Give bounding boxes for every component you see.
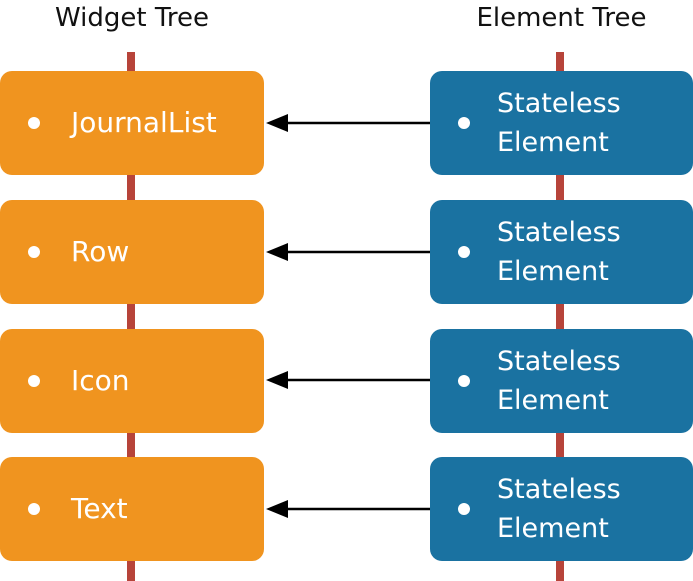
bullet-icon (458, 375, 470, 387)
element-node-stateless: Stateless Element (430, 71, 693, 175)
element-node-label-line2: Element (497, 127, 609, 158)
element-tree-spine (556, 52, 564, 581)
element-node-label-line2: Element (497, 513, 609, 544)
reference-arrow (266, 114, 430, 132)
widget-node-label: JournalList (71, 106, 217, 139)
bullet-icon (28, 246, 40, 258)
widget-node-row: Row (0, 200, 264, 304)
bullet-icon (28, 375, 40, 387)
element-node-label-line1: Stateless (497, 346, 621, 377)
element-node-label: Stateless Element (497, 342, 687, 420)
element-node-stateless: Stateless Element (430, 200, 693, 304)
bullet-icon (458, 117, 470, 129)
element-node-label-line2: Element (497, 256, 609, 287)
element-node-label-line1: Stateless (497, 474, 621, 505)
bullet-icon (458, 503, 470, 515)
element-node-label: Stateless Element (497, 470, 687, 548)
element-node-label: Stateless Element (497, 84, 687, 162)
widget-node-label: Text (71, 492, 128, 525)
reference-arrow (266, 500, 430, 518)
element-node-label-line1: Stateless (497, 88, 621, 119)
widget-node-journallist: JournalList (0, 71, 264, 175)
element-node-label-line1: Stateless (497, 217, 621, 248)
element-node-label-line2: Element (497, 385, 609, 416)
widget-node-label: Row (71, 235, 130, 268)
reference-arrow (266, 243, 430, 261)
widget-node-text: Text (0, 457, 264, 561)
element-node-stateless: Stateless Element (430, 457, 693, 561)
element-node-label: Stateless Element (497, 213, 687, 291)
bullet-icon (458, 246, 470, 258)
reference-arrow (266, 371, 430, 389)
widget-node-label: Icon (71, 364, 130, 397)
element-node-stateless: Stateless Element (430, 329, 693, 433)
widget-tree-title: Widget Tree (55, 3, 209, 33)
widget-tree-spine (127, 52, 135, 581)
bullet-icon (28, 117, 40, 129)
element-tree-title: Element Tree (476, 3, 647, 33)
bullet-icon (28, 503, 40, 515)
widget-node-icon: Icon (0, 329, 264, 433)
